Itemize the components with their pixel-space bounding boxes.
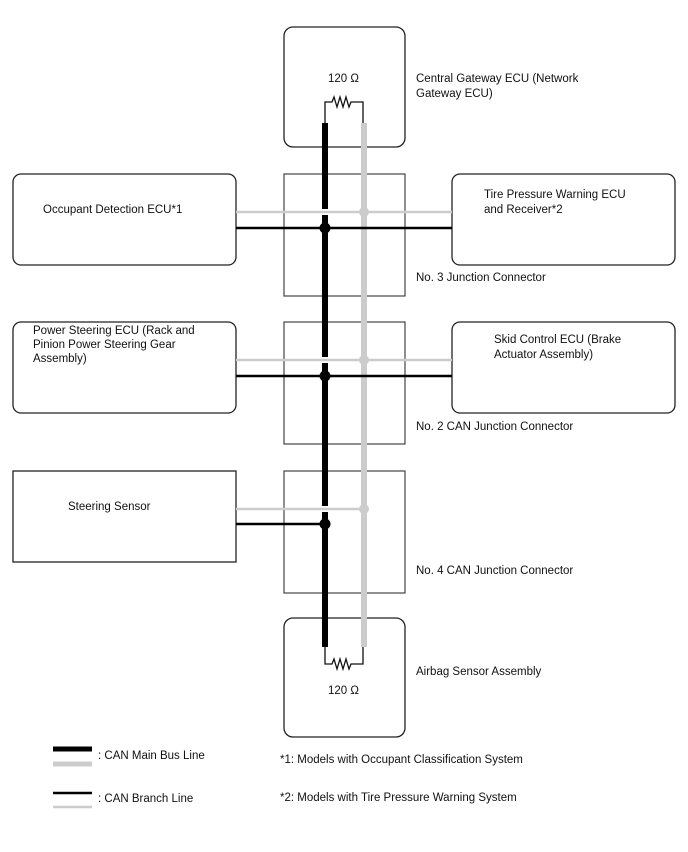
- junction-2-label: No. 2 CAN Junction Connector: [416, 421, 573, 433]
- junction-connector-4: [283, 470, 406, 594]
- legend-main-bus-label: : CAN Main Bus Line: [98, 750, 205, 762]
- junction-node-black: [319, 518, 331, 530]
- junction-connector-2: [283, 321, 406, 445]
- skid-control-ecu-box: [451, 321, 676, 414]
- airbag-sensor-box: [283, 617, 406, 738]
- tire-pressure-label-line1: Tire Pressure Warning ECU: [484, 189, 626, 201]
- junction-node-gray: [359, 504, 369, 514]
- legend-branch-label: : CAN Branch Line: [98, 793, 193, 805]
- occupant-detection-ecu-box: [12, 173, 237, 266]
- skid-control-label-line2: Actuator Assembly): [494, 349, 593, 361]
- junction-node-black: [319, 222, 331, 234]
- junction-node-gray: [359, 355, 369, 365]
- resistor-icon: [324, 94, 364, 123]
- gateway-label-line1: Central Gateway ECU (Network: [416, 73, 579, 85]
- steering-sensor-label: Steering Sensor: [68, 501, 151, 513]
- gateway-ecu-box: [283, 26, 406, 148]
- gateway-label-line2: Gateway ECU): [416, 88, 493, 100]
- resistor-icon: [324, 647, 364, 672]
- power-steering-label-line1: Power Steering ECU (Rack and: [33, 325, 195, 337]
- junction-connector-3: [283, 173, 406, 297]
- power-steering-ecu-box: [12, 321, 237, 414]
- airbag-resistor-label: 120 Ω: [328, 685, 359, 697]
- power-steering-label-line2: Pinion Power Steering Gear: [33, 339, 176, 351]
- occupant-label: Occupant Detection ECU*1: [43, 204, 182, 216]
- footnote-2: *2: Models with Tire Pressure Warning Sy…: [280, 792, 517, 804]
- junction-3-label: No. 3 Junction Connector: [416, 272, 546, 284]
- tire-pressure-label-line2: and Receiver*2: [484, 204, 563, 216]
- airbag-label: Airbag Sensor Assembly: [416, 666, 542, 678]
- steering-sensor-box: [12, 470, 237, 563]
- tire-pressure-ecu-box: [451, 173, 676, 266]
- junction-node-black: [319, 370, 331, 382]
- power-steering-label-line3: Assembly): [33, 353, 87, 365]
- gateway-resistor-label: 120 Ω: [328, 73, 359, 85]
- legend: : CAN Main Bus Line : CAN Branch Line: [53, 746, 205, 809]
- skid-control-label-line1: Skid Control ECU (Brake: [494, 334, 621, 346]
- footnote-1: *1: Models with Occupant Classification …: [280, 754, 523, 766]
- junction-node-gray: [359, 207, 369, 217]
- junction-4-label: No. 4 CAN Junction Connector: [416, 565, 573, 577]
